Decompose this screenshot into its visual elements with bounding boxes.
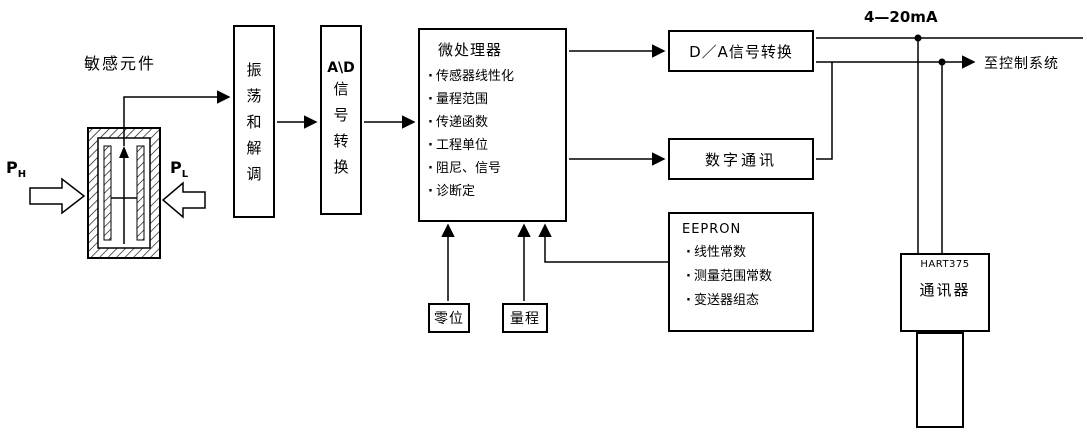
hart-communicator-body bbox=[916, 332, 964, 428]
list-item-text: 变送器组态 bbox=[693, 293, 759, 308]
ph-pressure-arrow bbox=[29, 177, 86, 215]
communicator-label: 通讯器 bbox=[919, 281, 971, 299]
list-bullet: · bbox=[428, 92, 433, 107]
to-control-system-label: 至控制系统 bbox=[984, 56, 1059, 72]
da-conversion-box: D／A信号转换 bbox=[668, 30, 814, 72]
ad-label-line1: A\D bbox=[327, 60, 355, 76]
oscillation-demodulation-label: 振荡和解调 bbox=[246, 60, 262, 183]
ad-conversion-box: A\D 信号转换 bbox=[320, 25, 362, 215]
list-item-text: 传递函数 bbox=[435, 115, 488, 130]
wire-sensor-to-osc bbox=[123, 90, 231, 146]
list-item-text: 线性常数 bbox=[693, 245, 746, 260]
pressure-sensor-graphic bbox=[29, 127, 206, 259]
list-item-text: 量程范围 bbox=[435, 92, 488, 107]
list-item: ·工程单位 bbox=[428, 134, 514, 157]
mcu-feature-list: ·传感器线性化 ·量程范围 ·传递函数 ·工程单位 ·阻尼、信号 ·诊断定 bbox=[428, 65, 514, 203]
ph-subscript: H bbox=[17, 169, 27, 181]
oscillation-demodulation-box: 振荡和解调 bbox=[233, 25, 275, 218]
microprocessor-box: 微处理器 ·传感器线性化 ·量程范围 ·传递函数 ·工程单位 ·阻尼、信号 ·诊… bbox=[418, 28, 567, 222]
list-item: ·诊断定 bbox=[428, 180, 514, 203]
hart-model-label: HART375 bbox=[920, 259, 970, 270]
da-conversion-label: D／A信号转换 bbox=[689, 42, 793, 61]
span-adjust-box: 量程 bbox=[502, 303, 548, 333]
pl-base: P bbox=[170, 158, 182, 177]
list-item-text: 测量范围常数 bbox=[693, 269, 772, 284]
list-bullet: · bbox=[428, 138, 433, 153]
pl-pressure-arrow bbox=[161, 181, 206, 219]
list-bullet: · bbox=[686, 293, 691, 308]
eeprom-box: EEPRON ·线性常数 ·测量范围常数 ·变送器组态 bbox=[668, 212, 814, 332]
ph-base: P bbox=[6, 158, 18, 177]
list-item: ·传感器线性化 bbox=[428, 65, 514, 88]
wire-eeprom-to-mcu bbox=[538, 223, 668, 263]
list-item: ·测量范围常数 bbox=[680, 265, 772, 289]
list-item: ·阻尼、信号 bbox=[428, 157, 514, 180]
signal-wires bbox=[123, 37, 1083, 301]
pl-subscript: L bbox=[181, 169, 189, 181]
list-bullet: · bbox=[428, 115, 433, 130]
digital-comm-box: 数字通讯 bbox=[668, 138, 814, 180]
list-item: ·线性常数 bbox=[680, 241, 772, 265]
loop-current-label: 4—20mA bbox=[864, 8, 938, 26]
wire-digital-to-loop bbox=[816, 62, 833, 160]
list-item-text: 传感器线性化 bbox=[435, 69, 514, 84]
zero-adjust-box: 零位 bbox=[428, 303, 470, 333]
loop-junction-dot-bottom bbox=[938, 58, 946, 66]
list-item: ·传递函数 bbox=[428, 111, 514, 134]
eeprom-title: EEPRON bbox=[682, 222, 742, 237]
ad-label-stack: 信号转换 bbox=[333, 80, 349, 176]
sensor-up-arrow bbox=[119, 146, 129, 158]
list-bullet: · bbox=[428, 161, 433, 176]
list-bullet: · bbox=[686, 245, 691, 260]
microprocessor-title: 微处理器 bbox=[438, 41, 503, 59]
list-item: ·量程范围 bbox=[428, 88, 514, 111]
list-bullet: · bbox=[428, 69, 433, 84]
digital-comm-label: 数字通讯 bbox=[704, 150, 777, 169]
hart-communicator-box: HART375 通讯器 bbox=[900, 253, 990, 332]
pl-pressure-label: PL bbox=[170, 158, 188, 180]
loop-junction-dot-top bbox=[914, 34, 922, 42]
list-item: ·变送器组态 bbox=[680, 289, 772, 313]
list-bullet: · bbox=[686, 269, 691, 284]
zero-adjust-label: 零位 bbox=[434, 311, 464, 327]
list-item-text: 工程单位 bbox=[435, 138, 488, 153]
list-item-text: 诊断定 bbox=[435, 184, 475, 199]
span-adjust-label: 量程 bbox=[510, 311, 540, 327]
sensor-electrode-left bbox=[103, 145, 112, 241]
ph-pressure-label: PH bbox=[6, 158, 26, 180]
sensor-element-label: 敏感元件 bbox=[84, 54, 157, 73]
list-item-text: 阻尼、信号 bbox=[435, 161, 501, 176]
sensor-electrode-right bbox=[136, 145, 145, 241]
eeprom-item-list: ·线性常数 ·测量范围常数 ·变送器组态 bbox=[680, 241, 772, 313]
list-bullet: · bbox=[428, 184, 433, 199]
